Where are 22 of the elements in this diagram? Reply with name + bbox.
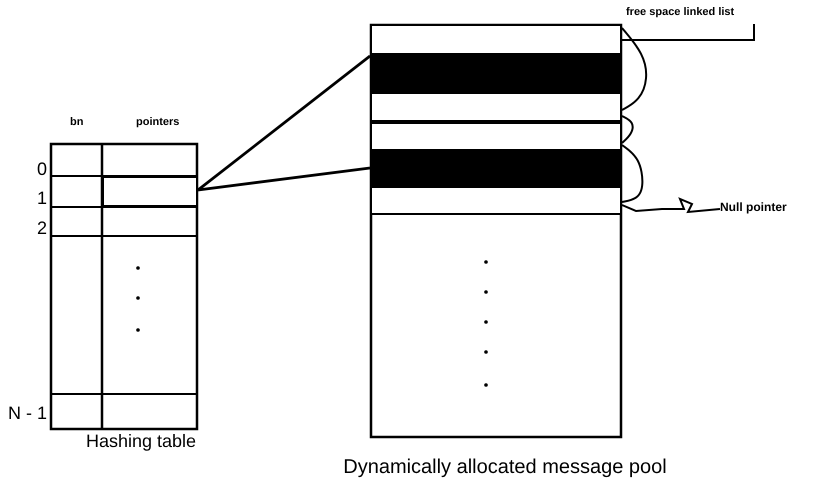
memory-slot [370,55,622,92]
link-line [621,27,648,111]
memory-slot [370,186,622,215]
memory-slot [370,151,622,186]
column-header: pointers [136,116,180,128]
row-index: N - 1 [8,404,48,424]
column-header: bn [70,116,84,128]
link-line [621,144,644,203]
link-line [621,115,634,144]
memory-slot [370,122,622,151]
row-index: 2 [37,219,48,239]
link-line [622,24,755,41]
row-index: 0 [37,160,48,180]
row-index: 1 [37,189,48,209]
memory-slot [370,92,622,122]
link-line [622,197,720,214]
label: free space linked list [626,6,736,18]
table-title: Hashing table [84,432,198,452]
pool-title: Dynamically allocated message pool [342,456,668,478]
label: Null pointer [720,201,788,214]
table-cell [102,176,198,207]
memory-slot [370,24,622,55]
